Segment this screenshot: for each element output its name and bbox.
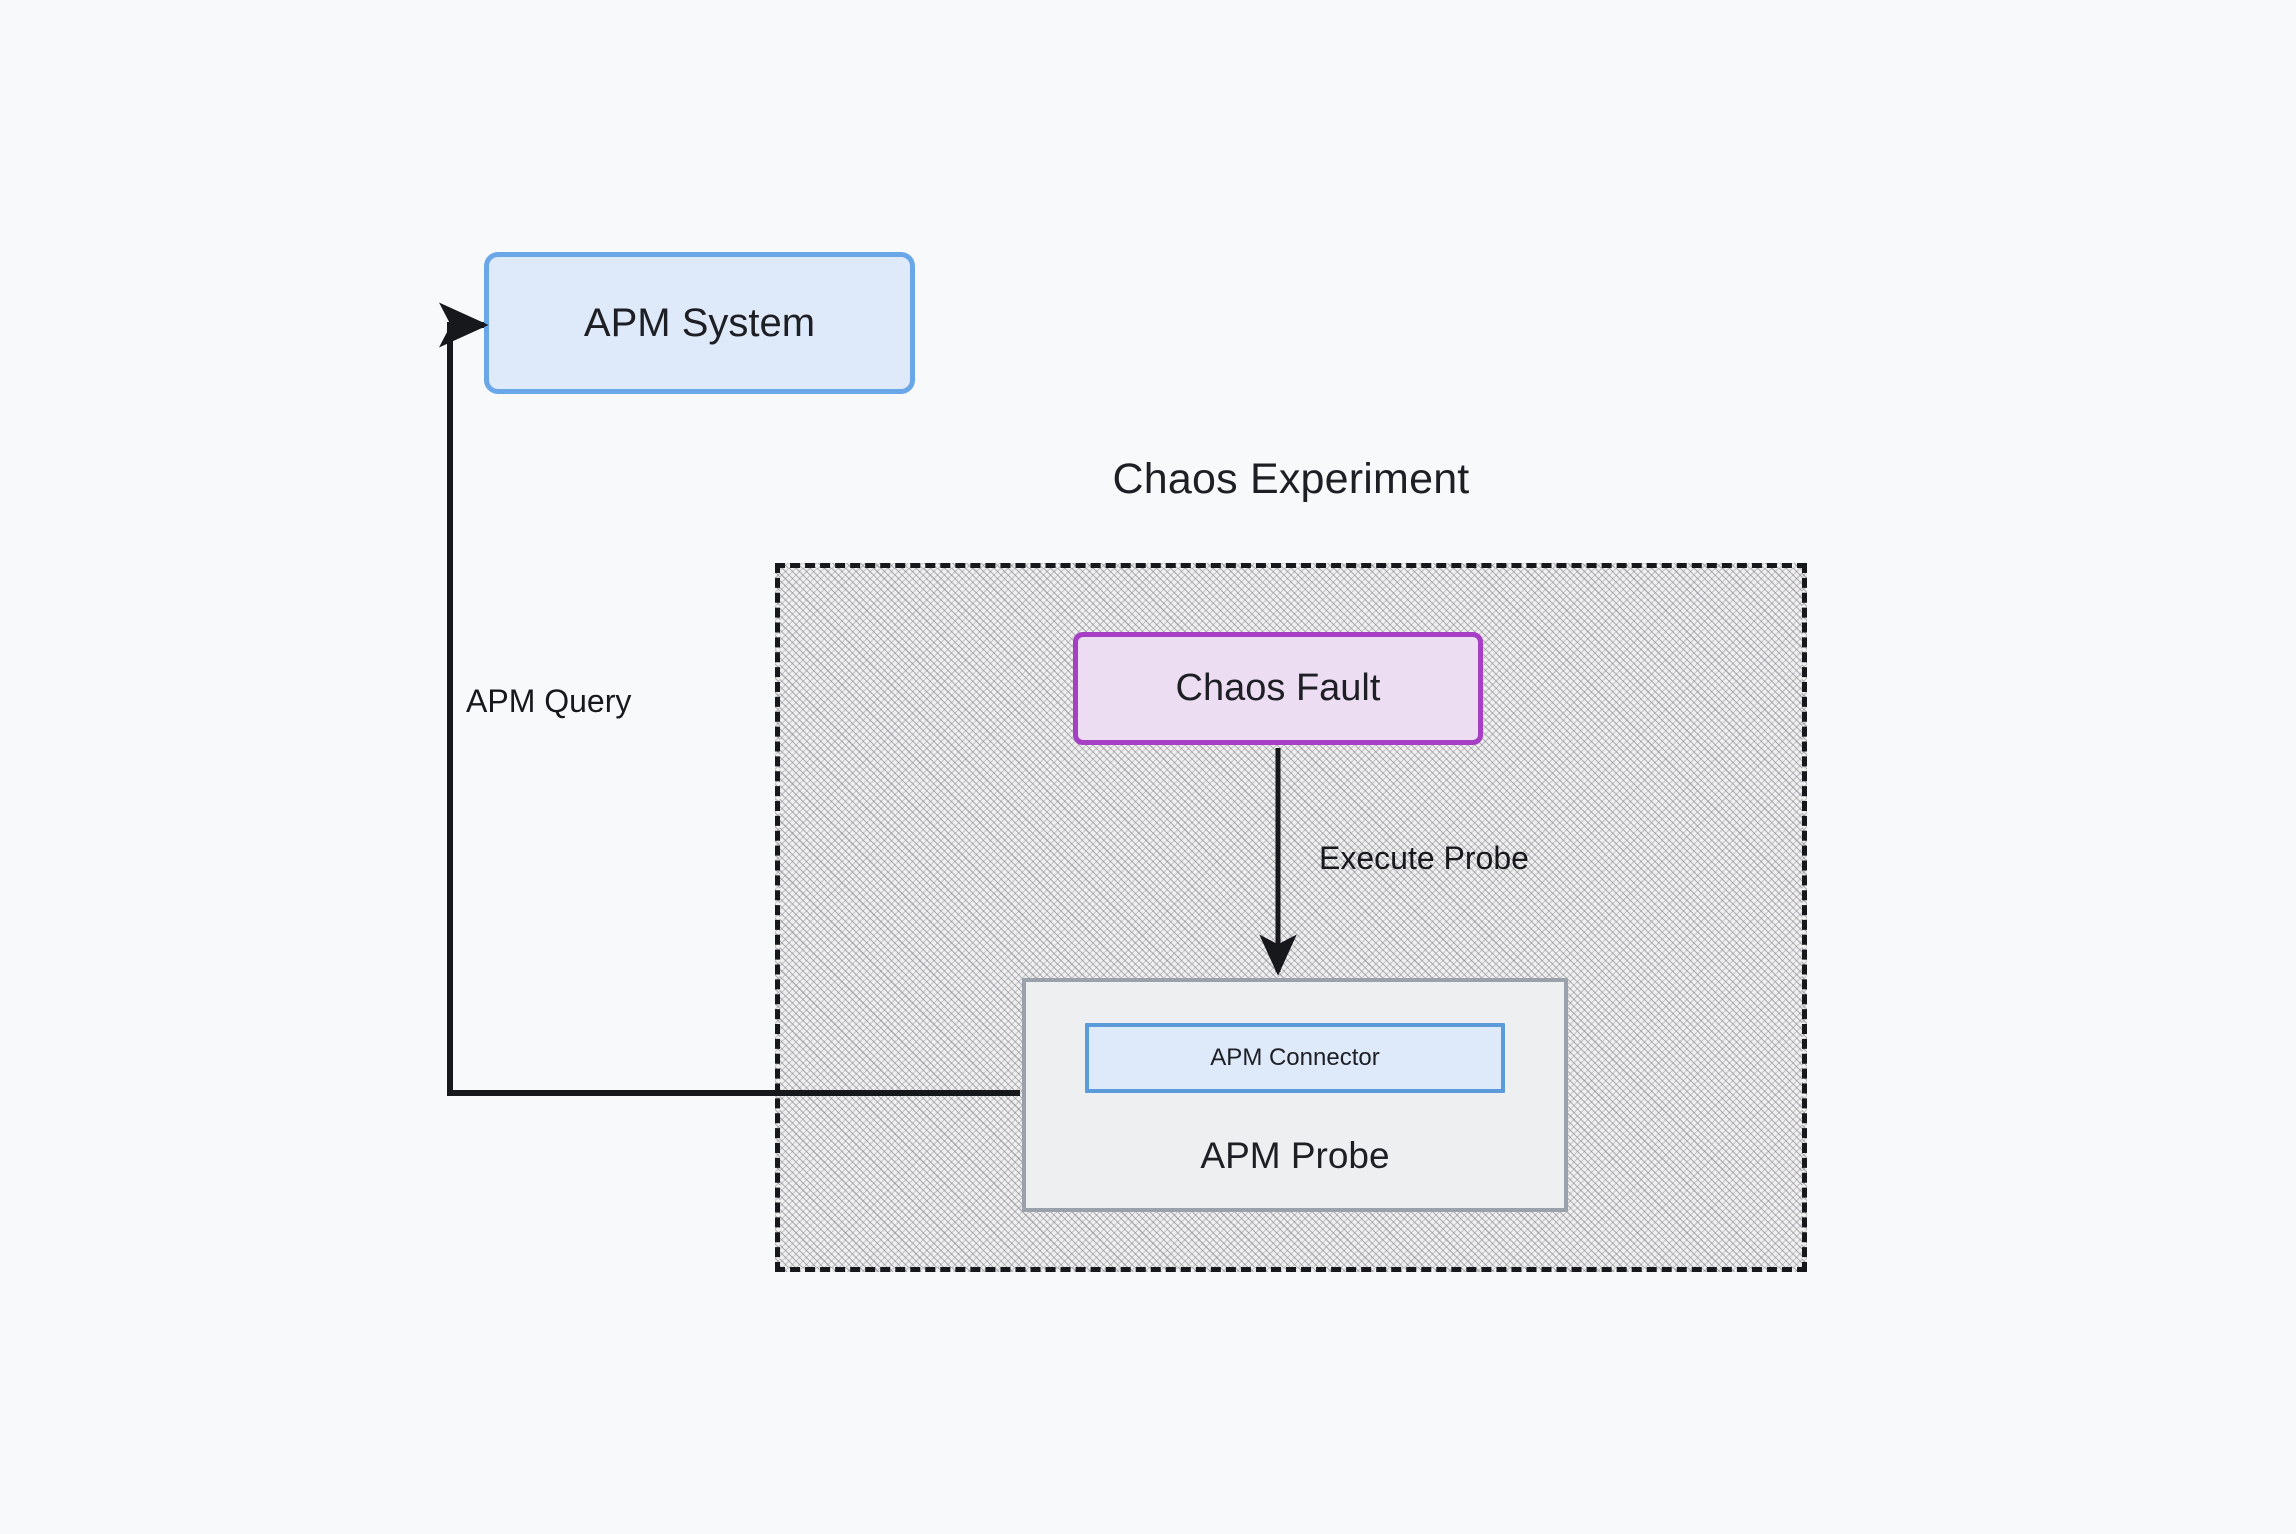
node-apm-connector[interactable]: APM Connector — [1085, 1023, 1505, 1093]
node-apm-probe[interactable]: APM Connector APM Probe — [1022, 978, 1568, 1212]
edge-label-execute-probe: Execute Probe — [1319, 840, 1529, 876]
node-chaos-fault[interactable]: Chaos Fault — [1073, 632, 1483, 745]
edge-label-apm-query: APM Query — [466, 683, 632, 719]
node-apm-system[interactable]: APM System — [484, 252, 915, 394]
chaos-experiment-title: Chaos Experiment — [1112, 455, 1470, 503]
node-apm-probe-label: APM Probe — [1200, 1135, 1390, 1176]
